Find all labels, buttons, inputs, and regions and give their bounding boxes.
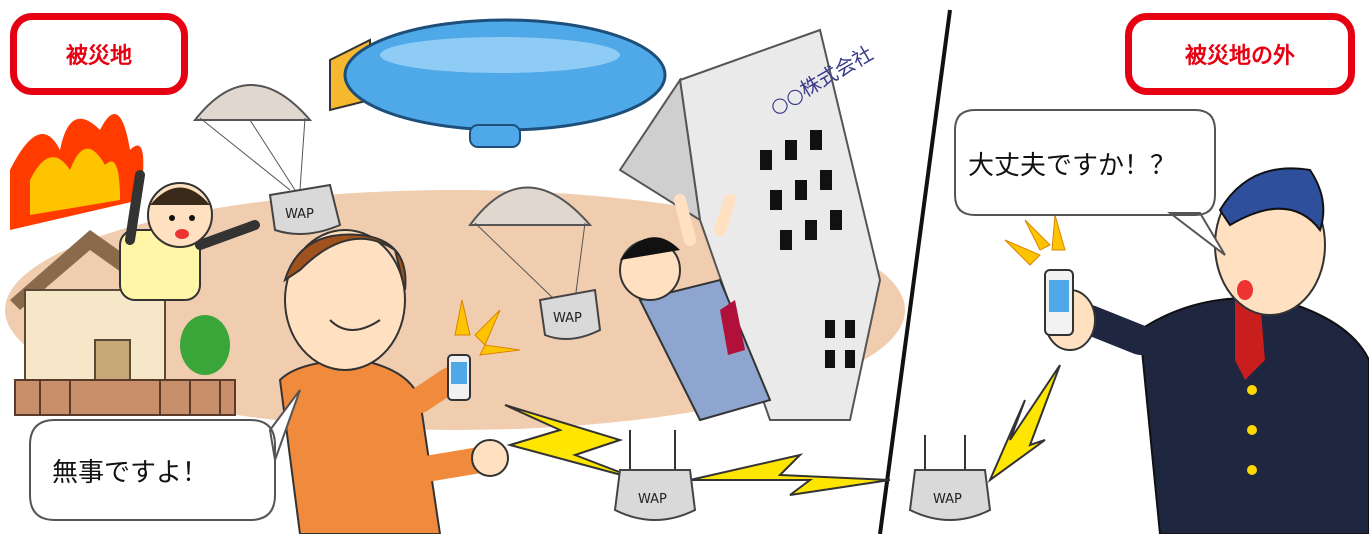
- signal-burst-icon: [1005, 215, 1065, 265]
- smartphone-icon: [1045, 270, 1073, 335]
- blimp-icon: [330, 20, 665, 147]
- outside-area-label: 被災地の外: [1125, 13, 1355, 95]
- wap-access-point-icon: WAP: [540, 290, 600, 339]
- lightning-bolt-icon: [690, 455, 890, 495]
- wap-label: WAP: [638, 492, 667, 507]
- region-divider: [880, 10, 950, 534]
- smartphone-icon: [448, 355, 470, 400]
- speech-bubble-right: [955, 110, 1225, 255]
- wap-access-point-icon: WAP: [910, 435, 990, 520]
- wap-label: WAP: [553, 311, 582, 326]
- wap-label: WAP: [285, 207, 314, 222]
- disaster-area-label: 被災地: [10, 13, 188, 95]
- safe-message: 無事ですよ！: [52, 452, 208, 489]
- wap-access-point-icon: WAP: [270, 185, 340, 234]
- wap-label: WAP: [933, 492, 962, 507]
- parachute-icon: [195, 85, 310, 190]
- concern-message: 大丈夫ですか！？: [968, 145, 1176, 182]
- lightning-bolt-icon: [990, 365, 1060, 480]
- wap-access-point-icon: WAP: [615, 430, 695, 520]
